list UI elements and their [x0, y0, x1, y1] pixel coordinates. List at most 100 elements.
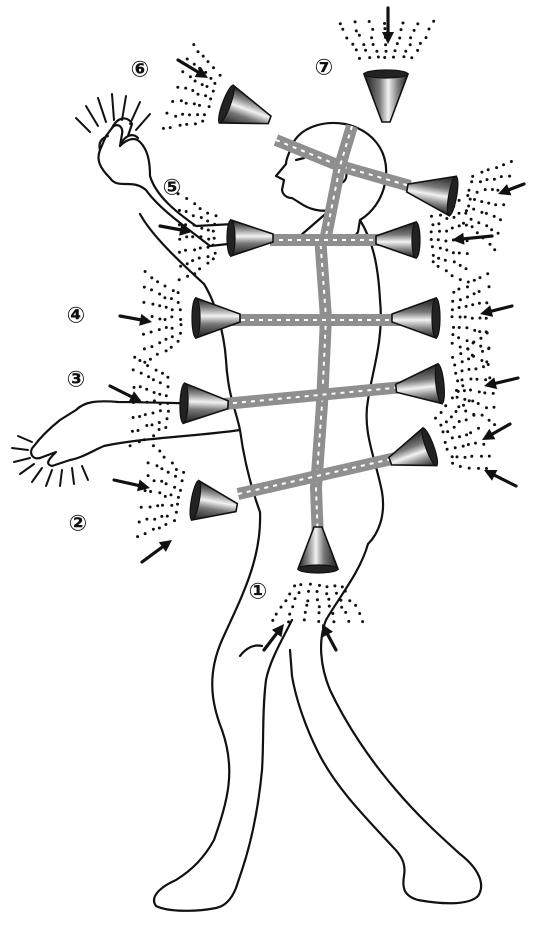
- spray-dot: [430, 215, 433, 218]
- spray-dot: [492, 392, 495, 395]
- spray-dot: [202, 55, 205, 58]
- spray-dot: [158, 318, 161, 321]
- spray-dot: [167, 471, 170, 474]
- spray-dot: [332, 620, 335, 623]
- spray-dot: [198, 267, 201, 270]
- spray-dot: [354, 604, 357, 607]
- arrow-icon: [160, 224, 192, 236]
- spray-dot: [437, 238, 440, 241]
- spray-dot: [451, 356, 454, 359]
- center-label-2: ②: [69, 512, 88, 537]
- spray-dot: [318, 584, 321, 587]
- spray-dot: [446, 448, 449, 451]
- spray-dot: [434, 417, 437, 420]
- spray-dot: [462, 445, 465, 448]
- spray-dot: [204, 94, 207, 97]
- center-label-6: ⑥: [131, 58, 150, 83]
- cone-icon: [404, 168, 460, 216]
- spray-dot: [142, 301, 145, 304]
- spray-dot: [490, 228, 493, 231]
- spray-dot: [464, 410, 467, 413]
- spray-dot: [370, 36, 373, 39]
- cone-mouth: [227, 220, 235, 256]
- spray-dot: [368, 56, 371, 59]
- spray-dot: [341, 28, 344, 31]
- spray-dot: [437, 257, 440, 260]
- spray-dot: [491, 188, 494, 191]
- spray-dot: [461, 384, 464, 387]
- spray-dot: [456, 379, 459, 382]
- spray-dot: [451, 396, 454, 399]
- spray-dot: [454, 372, 457, 375]
- spray-dot: [142, 333, 145, 336]
- spray-dot: [143, 347, 146, 350]
- spray-dot: [439, 214, 442, 217]
- cone-mouth: [412, 222, 420, 258]
- spray-11: [271, 583, 364, 624]
- spray-dot: [129, 444, 132, 447]
- spray-dot: [451, 333, 454, 336]
- spray-dot: [201, 120, 204, 123]
- spray-dot: [470, 180, 473, 183]
- spray-dot: [213, 223, 216, 226]
- spray-0: [162, 43, 222, 130]
- spray-dot: [461, 378, 464, 381]
- spray-dot: [147, 375, 150, 378]
- spray-dot: [275, 613, 278, 616]
- spray-dot: [173, 519, 176, 522]
- spray-dot: [465, 418, 468, 421]
- spray-dot: [219, 74, 222, 77]
- spray-dot: [161, 504, 164, 507]
- spray-dot: [193, 202, 196, 205]
- knee-outline: [240, 645, 262, 656]
- spray-dot: [470, 218, 473, 221]
- spray-dot: [316, 590, 319, 593]
- spray-dot: [207, 255, 210, 258]
- spray-dot: [458, 326, 461, 329]
- spray-dot: [445, 230, 448, 233]
- spray-dot: [318, 611, 321, 614]
- spray-dot: [452, 291, 455, 294]
- spray-dot: [156, 353, 159, 356]
- spray-dot: [181, 113, 184, 116]
- spray-dot: [404, 50, 407, 53]
- spray-dot: [143, 438, 146, 441]
- spray-dot: [131, 430, 134, 433]
- spray-dot: [178, 223, 181, 226]
- spray-dot: [158, 304, 161, 307]
- arrow-icon: [264, 624, 284, 650]
- spray-dot: [398, 37, 401, 40]
- spray-dot: [150, 331, 153, 334]
- spray-dot: [185, 123, 188, 126]
- arrow-icon: [482, 424, 510, 440]
- spray-dot: [146, 364, 149, 367]
- spray-dot: [137, 429, 140, 432]
- spray-dot: [199, 247, 202, 250]
- spray-dot: [198, 104, 201, 107]
- spray-dot: [459, 346, 462, 349]
- spray-dot: [138, 359, 141, 362]
- spray-dot: [140, 372, 143, 375]
- spray-dot: [145, 424, 148, 427]
- spray-dot: [361, 620, 364, 623]
- spray-dot: [493, 423, 496, 426]
- spray-dot: [171, 335, 174, 338]
- spray-dot: [479, 337, 482, 340]
- spray-dot: [451, 315, 454, 318]
- spray-dot: [430, 230, 433, 233]
- spray-dot: [152, 434, 155, 437]
- center-label-3: ③: [67, 368, 86, 393]
- spray-dot: [462, 404, 465, 407]
- spray-dot: [170, 504, 173, 507]
- spray-dot: [477, 221, 480, 224]
- spray-dot: [497, 232, 500, 235]
- spray-dot: [432, 260, 435, 263]
- arrow-icon: [142, 540, 172, 562]
- spray-dot: [206, 220, 209, 223]
- spray-dot: [469, 198, 472, 201]
- spray-dot: [464, 212, 467, 215]
- spray-dot: [471, 175, 474, 178]
- spray-dot: [466, 296, 469, 299]
- spray-dot: [402, 22, 405, 25]
